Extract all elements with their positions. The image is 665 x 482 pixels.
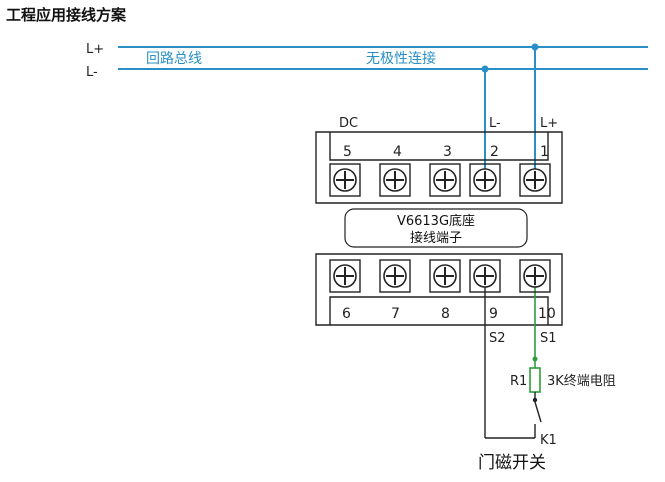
top-terminal-number-3: 3 [443,144,452,160]
bottom-terminal-number-8: 8 [441,306,450,322]
loop-bus-label: 回路总线 [146,51,202,67]
s1-label: S1 [540,331,557,346]
top-screw-4-icon [379,163,411,197]
s2-label: S2 [489,331,506,346]
bottom-terminal-number-10: 10 [538,306,556,322]
top-screw-1-icon [519,163,551,197]
base-label-line1: V6613G底座 [397,213,475,229]
switch-ref-label: K1 [540,433,557,448]
base-label-box [344,208,528,248]
switch-node-dot [532,397,538,403]
resistor-r1-icon [529,367,541,393]
non-polar-label: 无极性连接 [366,50,436,67]
top-terminal-number-1: 1 [540,144,549,160]
top-terminal-number-5: 5 [343,144,352,160]
resistor-ref-label: R1 [510,374,527,389]
bottom-screw-9-icon [469,259,501,293]
resistor-node-dot [532,356,538,362]
resistor-desc-label: 3K终端电阻 [547,373,616,389]
top-terminal-block-frame [315,131,563,204]
base-label-line2: 接线端子 [410,230,462,246]
bus-l-plus-label: L+ [86,42,104,57]
bottom-terminal-number-6: 6 [342,306,351,322]
door-switch-k1-icon [534,401,542,438]
bottom-screw-8-icon [429,259,461,293]
bottom-screw-6-icon [329,259,361,293]
bottom-terminal-block-frame [315,253,563,326]
top-screw-5-icon [329,163,361,197]
top-l-plus-label: L+ [540,116,558,131]
top-screw-3-icon [429,163,461,197]
top-terminal-number-2: 2 [490,144,499,160]
dc-label: DC [339,116,358,131]
top-l-minus-label: L- [489,116,501,131]
bottom-screw-10-icon [519,259,551,293]
bottom-terminal-number-9: 9 [489,306,498,322]
bus-l-minus-label: L- [86,65,98,80]
top-terminal-number-4: 4 [393,144,402,160]
page-title: 工程应用接线方案 [6,6,127,24]
top-screw-2-icon [469,163,501,197]
bottom-terminal-number-7: 7 [391,306,400,322]
switch-desc-label: 门磁开关 [478,453,546,473]
bottom-screw-7-icon [379,259,411,293]
